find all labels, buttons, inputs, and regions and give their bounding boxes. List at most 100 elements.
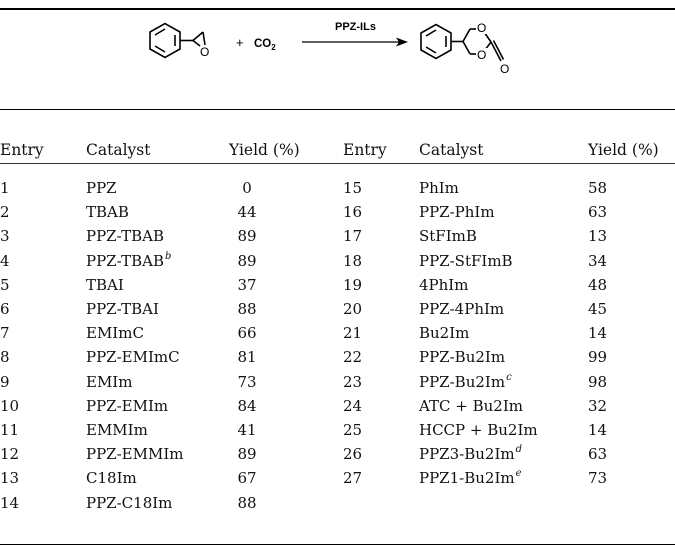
yield-cell: 13 (588, 227, 608, 246)
catalyst-name: StFImB (419, 227, 477, 246)
catalyst-cell: PPZ-TBABb (86, 250, 172, 270)
entry-cell: 4 (0, 251, 10, 270)
entry-cell: 23 (343, 372, 363, 391)
header-yield-right: Yield (%) (588, 141, 659, 159)
catalyst-cell: TBAB (86, 205, 129, 220)
catalyst-name: PPZ-Bu2Im (419, 372, 506, 391)
catalyst-name: PPZ-EMImC (86, 348, 180, 367)
catalyst-name: PPZ-Bu2Im (419, 348, 506, 367)
catalyst-name: PPZ-TBAB (86, 251, 165, 270)
catalyst-cell: PPZ-EMIm (86, 396, 169, 415)
entry-cell: 22 (343, 348, 363, 367)
entry-cell: 14 (0, 493, 20, 512)
catalyst-cell: PPZ-4PhIm (419, 302, 504, 317)
catalyst-cell: 4PhIm (419, 275, 469, 294)
catalyst-name: PPZ-TBAI (86, 300, 159, 318)
yield-cell: 58 (588, 179, 608, 197)
yield-cell: 89 (237, 251, 257, 270)
yield-cell: 37 (237, 275, 257, 294)
header-entry-left: Entry (0, 141, 44, 159)
catalyst-cell: PPZ3-Bu2Imd (419, 444, 523, 464)
catalyst-name: ATC + Bu2Im (419, 396, 523, 415)
yield-cell: 89 (237, 227, 257, 246)
yield-cell: 73 (588, 469, 608, 488)
table-top-rule (0, 8, 675, 10)
header-catalyst-left: Catalyst (86, 141, 151, 159)
yield-cell: 67 (237, 469, 257, 488)
header-catalyst-right: Catalyst (419, 141, 484, 159)
catalyst-name: PPZ-EMIm (86, 396, 169, 415)
catalyst-cell: Bu2Im (419, 326, 469, 341)
entry-cell: 5 (0, 275, 10, 294)
table-bottom-rule (0, 544, 675, 546)
catalyst-cell: TBAI (86, 277, 124, 293)
yield-cell: 63 (588, 203, 608, 222)
catalyst-cell: PPZ-PhIm (419, 205, 495, 220)
catalyst-name: HCCP + Bu2Im (419, 421, 538, 439)
yield-cell: 45 (588, 300, 608, 318)
entry-cell: 2 (0, 203, 10, 222)
table-header-bottom-rule (0, 163, 675, 164)
footnote-marker: b (165, 250, 172, 262)
yield-cell: 41 (237, 421, 257, 439)
styrene-carbonate-structure (420, 23, 505, 62)
catalyst-name: PPZ-EMMIm (86, 445, 184, 464)
epoxide-oxygen-label: O (200, 45, 209, 59)
header-yield-left: Yield (%) (229, 141, 300, 159)
catalyst-cell: PPZ-Bu2Imc (419, 371, 512, 391)
yield-cell: 34 (588, 251, 608, 270)
catalyst-name: 4PhIm (419, 275, 469, 294)
entry-cell: 9 (0, 372, 10, 391)
catalyst-name: PPZ3-Bu2Im (419, 445, 515, 464)
entry-cell: 10 (0, 396, 20, 415)
yield-cell: 63 (588, 445, 608, 464)
ring-oxygen-top-label: O (477, 21, 486, 35)
reaction-scheme: O + CO2 PPZ-ILs O O O (149, 21, 509, 76)
co2-label: CO2 (254, 38, 276, 52)
entry-cell: 17 (343, 227, 363, 246)
catalyst-name: PPZ-StFImB (419, 251, 513, 270)
catalyst-name: EMImC (86, 324, 144, 343)
catalyst-name: PPZ-TBAB (86, 227, 165, 246)
entry-cell: 21 (343, 324, 363, 343)
plus-sign: + (236, 35, 244, 50)
entry-cell: 26 (343, 445, 363, 464)
catalyst-cell: PPZ1-Bu2Ime (419, 468, 522, 486)
catalyst-name: EMMIm (86, 421, 148, 439)
catalyst-cell: PPZ-Bu2Im (419, 350, 505, 365)
entry-cell: 18 (343, 251, 363, 270)
yield-cell: 73 (237, 372, 257, 391)
catalyst-cell: PPZ-EMImC (86, 350, 180, 365)
catalyst-name: PhIm (419, 179, 459, 197)
catalyst-cell: PPZ-EMMIm (86, 447, 184, 462)
catalyst-cell: ATC + Bu2Im (419, 396, 523, 415)
yield-cell: 48 (588, 275, 608, 294)
catalyst-cell: PPZ-StFImB (419, 251, 513, 270)
catalyst-cell: PhIm (419, 181, 459, 196)
catalyst-label: PPZ-ILs (335, 21, 376, 33)
yield-cell: 66 (237, 324, 257, 343)
yield-cell: 84 (237, 396, 257, 415)
catalyst-cell: PPZ-TBAI (86, 302, 159, 317)
catalyst-name: TBAB (86, 203, 129, 222)
entry-cell: 25 (343, 421, 363, 439)
catalyst-name: C18Im (86, 469, 137, 488)
footnote-marker: e (515, 468, 522, 480)
footnote-marker: d (515, 444, 523, 456)
yield-cell: 44 (237, 203, 257, 222)
entry-cell: 12 (0, 445, 20, 464)
footnote-marker: c (506, 371, 512, 383)
entry-cell: 1 (0, 179, 10, 197)
catalyst-name: Bu2Im (419, 324, 470, 343)
catalyst-cell: PPZ-TBAB (86, 229, 164, 244)
reaction-arrow (302, 37, 408, 47)
catalyst-cell: EMIm (86, 374, 132, 390)
entry-cell: 11 (0, 421, 20, 439)
yield-cell: 99 (588, 348, 608, 367)
yield-cell: 89 (237, 445, 257, 464)
catalyst-cell: C18Im (86, 471, 137, 486)
catalyst-cell: PPZ (86, 181, 117, 196)
entry-cell: 27 (343, 469, 363, 488)
ring-oxygen-bottom-label: O (477, 48, 486, 62)
entry-cell: 13 (0, 469, 20, 488)
